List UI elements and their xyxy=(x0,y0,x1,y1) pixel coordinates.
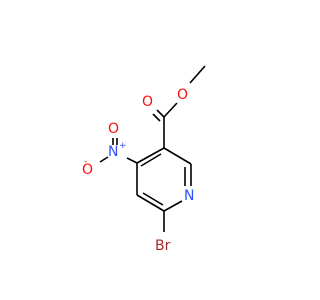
bond-carbonyl-double-a xyxy=(156,109,165,118)
bond-carbonyl-double-b xyxy=(152,113,161,122)
bond-c5-c6 xyxy=(136,194,165,212)
charge-plus: + xyxy=(119,141,127,151)
atom-o-nitro-single: O xyxy=(82,162,93,178)
structure-canvas: O O N + O O - N Br xyxy=(82,65,206,254)
bond-nitro-n-o-single xyxy=(99,156,109,163)
bond-c3-c4 xyxy=(136,147,165,164)
atom-n-ring: N xyxy=(184,188,194,204)
charge-minus: - xyxy=(84,157,87,167)
molecule-drawing: O O N + O O - N Br xyxy=(82,65,206,254)
bond-o-carbonyl-c xyxy=(163,102,178,118)
atom-br: Br xyxy=(155,238,171,254)
bond-c5-c6-inner xyxy=(142,192,164,206)
bond-methyl-o xyxy=(189,65,206,84)
bond-c4-n-nitro xyxy=(126,157,138,164)
bond-c6-n1 xyxy=(163,200,183,212)
atom-o-ester: O xyxy=(177,87,188,103)
bond-c2-c3 xyxy=(163,147,192,165)
atom-n-nitro: N xyxy=(108,144,118,160)
bond-c3-c4-inner xyxy=(140,153,162,167)
atom-o-carbonyl: O xyxy=(142,94,153,110)
atom-o-nitro-double: O xyxy=(108,121,119,137)
